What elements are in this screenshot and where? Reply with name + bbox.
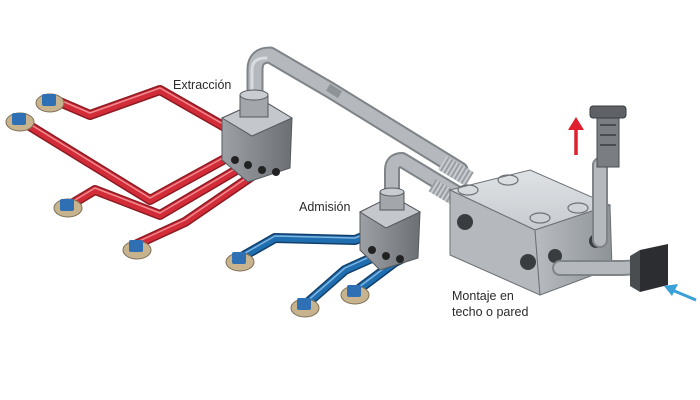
ceiling-outlet-icon bbox=[35, 93, 65, 113]
ceiling-outlet-icon bbox=[5, 112, 35, 132]
intake-outlets bbox=[225, 252, 370, 318]
outdoor-ducts bbox=[552, 105, 668, 292]
flex-connector bbox=[438, 155, 474, 187]
extraction-outlets bbox=[5, 93, 152, 260]
extraction-label: Extracción bbox=[173, 78, 232, 92]
mount-label: Montaje en techo o pared bbox=[452, 288, 562, 320]
ceiling-outlet-icon bbox=[122, 240, 152, 260]
ceiling-outlet-icon bbox=[290, 298, 320, 318]
ceiling-outlet-icon bbox=[340, 285, 370, 305]
inflow-arrow-icon bbox=[664, 284, 697, 302]
roof-cap-icon bbox=[589, 105, 627, 168]
intake-hub bbox=[358, 187, 422, 271]
mount-label-line1: Montaje en bbox=[452, 289, 514, 303]
up-arrow-icon bbox=[568, 117, 584, 155]
ceiling-outlet-icon bbox=[53, 198, 83, 218]
wall-grille-icon bbox=[630, 244, 668, 292]
heat-recovery-unit bbox=[448, 169, 613, 296]
mount-label-line2: techo o pared bbox=[452, 305, 529, 319]
ceiling-outlet-icon bbox=[225, 252, 255, 272]
extraction-pipes bbox=[15, 85, 263, 250]
extraction-main-duct bbox=[246, 46, 474, 187]
extraction-hub bbox=[220, 89, 294, 183]
intake-label: Admisión bbox=[299, 200, 351, 214]
